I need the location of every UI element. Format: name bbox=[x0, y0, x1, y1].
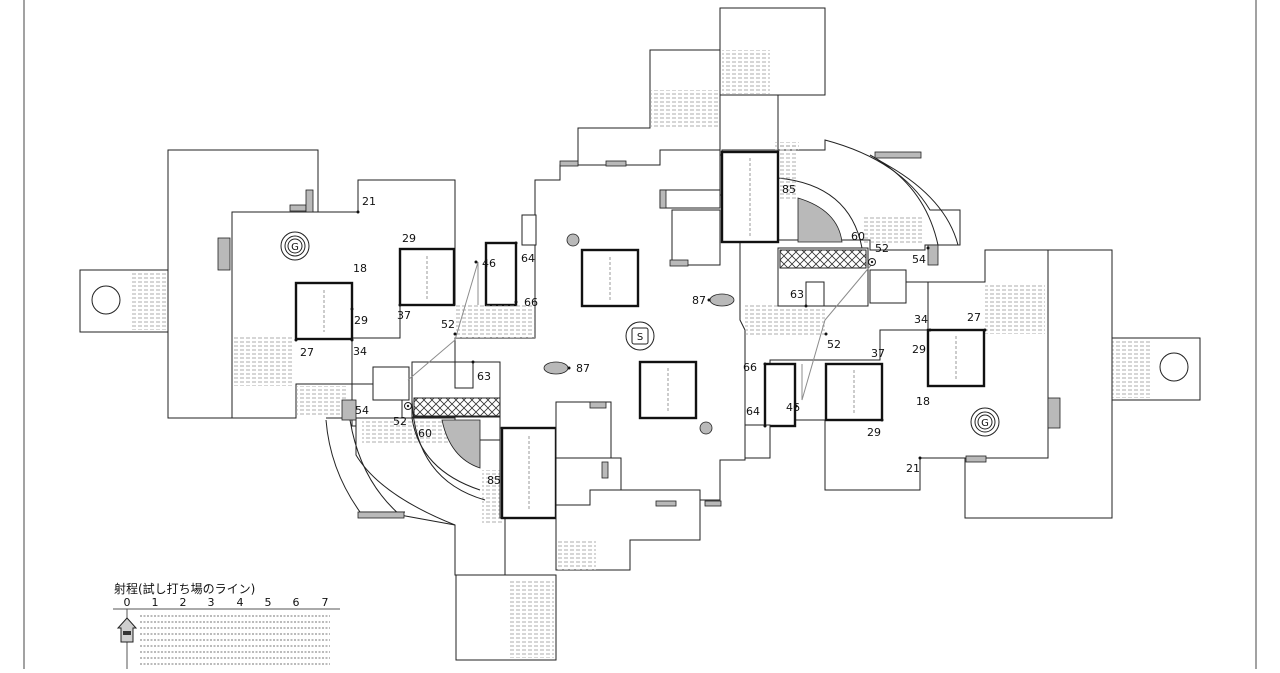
label-52: 52 bbox=[875, 242, 889, 255]
left-base: G bbox=[79, 149, 518, 576]
left-curve-area bbox=[326, 417, 506, 576]
label-63: 63 bbox=[477, 370, 491, 383]
label-54: 54 bbox=[355, 404, 369, 417]
label-46: 46 bbox=[786, 401, 800, 414]
label-18: 18 bbox=[353, 262, 367, 275]
label-85: 85 bbox=[487, 474, 501, 487]
right-pillar bbox=[763, 362, 797, 428]
label-66: 66 bbox=[743, 361, 757, 374]
left-goal-symbol: G bbox=[291, 242, 299, 253]
scale-label-3: 3 bbox=[208, 596, 215, 609]
label-54: 54 bbox=[912, 253, 926, 266]
scale-label-2: 2 bbox=[180, 596, 187, 609]
label-60: 60 bbox=[851, 230, 865, 243]
spawn-ring bbox=[625, 321, 655, 351]
range-legend: 射程(試し打ち場のライン) 0 1 2 3 4 5 6 7 bbox=[113, 581, 340, 669]
scale-label-4: 4 bbox=[237, 596, 244, 609]
label-18: 18 bbox=[916, 395, 930, 408]
label-46: 46 bbox=[482, 257, 496, 270]
left-rail bbox=[407, 261, 479, 381]
scale-label-7: 7 bbox=[322, 596, 329, 609]
scale-label-1: 1 bbox=[152, 596, 159, 609]
right-base: G bbox=[720, 139, 1201, 519]
right-spawn-circle bbox=[1159, 352, 1189, 382]
center-area: S bbox=[454, 7, 826, 661]
label-29: 29 bbox=[867, 426, 881, 439]
label-34: 34 bbox=[353, 345, 367, 358]
spawn-symbol: S bbox=[637, 332, 643, 343]
right-rail bbox=[801, 263, 873, 401]
label-52: 52 bbox=[393, 415, 407, 428]
right-goal-symbol: G bbox=[981, 418, 989, 429]
right-goal-ring bbox=[970, 407, 1000, 437]
label-37: 37 bbox=[871, 347, 885, 360]
left-goal-ring bbox=[280, 231, 310, 261]
label-87: 87 bbox=[576, 362, 590, 375]
label-85: 85 bbox=[782, 183, 796, 196]
label-27: 27 bbox=[967, 311, 981, 324]
scale-label-6: 6 bbox=[293, 596, 300, 609]
label-52: 52 bbox=[441, 318, 455, 331]
label-29: 29 bbox=[402, 232, 416, 245]
label-29: 29 bbox=[912, 343, 926, 356]
left-pillar bbox=[484, 241, 518, 307]
squid-icon bbox=[116, 617, 138, 643]
legend-title: 射程(試し打ち場のライン) bbox=[114, 581, 255, 596]
label-66: 66 bbox=[524, 296, 538, 309]
label-34: 34 bbox=[914, 313, 928, 326]
scale-label-5: 5 bbox=[265, 596, 272, 609]
label-64: 64 bbox=[746, 405, 760, 418]
label-27: 27 bbox=[300, 346, 314, 359]
label-21: 21 bbox=[362, 195, 376, 208]
label-52: 52 bbox=[827, 338, 841, 351]
label-60: 60 bbox=[418, 427, 432, 440]
label-29: 29 bbox=[354, 314, 368, 327]
distance-labels: 21 29 18 46 64 66 29 37 27 34 52 63 54 5… bbox=[300, 183, 981, 487]
label-37: 37 bbox=[397, 309, 411, 322]
label-87: 87 bbox=[692, 294, 706, 307]
scale-label-0: 0 bbox=[124, 596, 131, 609]
left-spawn-circle bbox=[91, 285, 121, 315]
label-64: 64 bbox=[521, 252, 535, 265]
label-63: 63 bbox=[790, 288, 804, 301]
label-21: 21 bbox=[906, 462, 920, 475]
